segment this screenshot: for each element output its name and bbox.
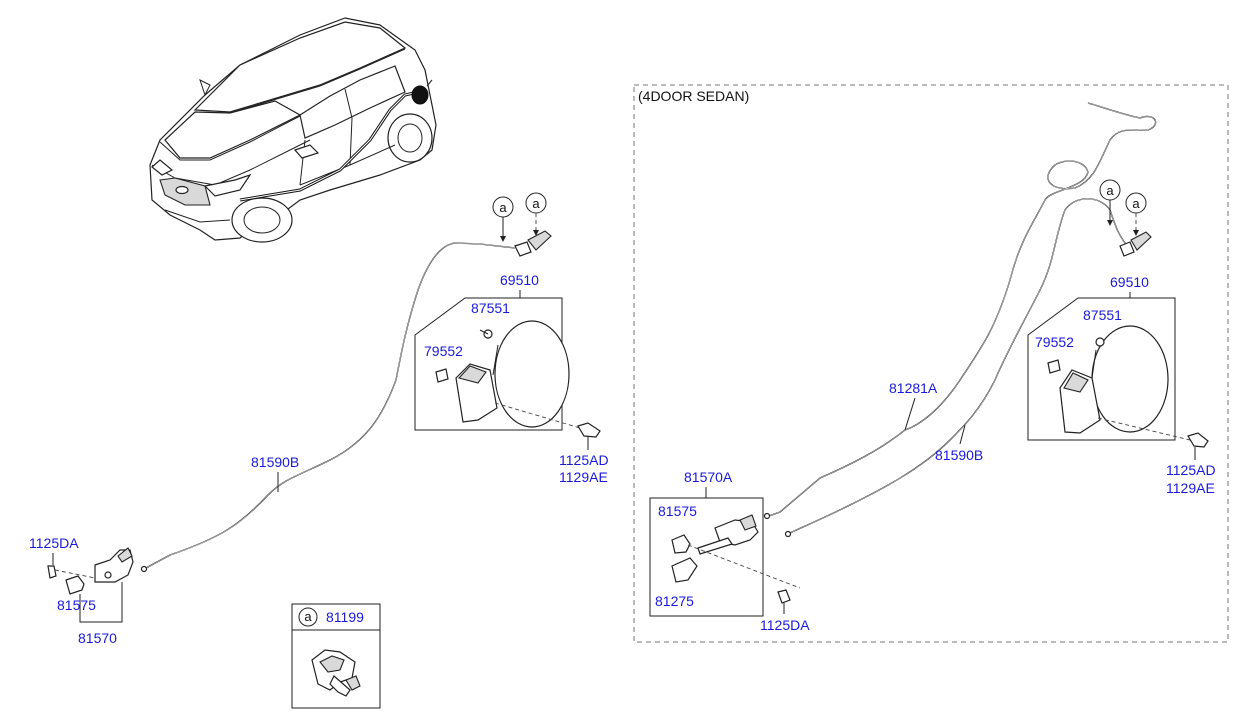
label-81199: 81199 — [326, 609, 364, 625]
label-79552-left: 79552 — [424, 343, 463, 359]
svg-text:a: a — [1106, 183, 1114, 198]
label-81275: 81275 — [655, 593, 694, 609]
label-1129ae-left: 1129AE — [559, 469, 608, 485]
cable-head-sedan — [1119, 231, 1152, 257]
svg-text:a: a — [1132, 196, 1140, 211]
label-1125ad-left: 1125AD — [559, 452, 609, 468]
bolt-1125ad-sedan — [1187, 432, 1209, 460]
sedan-section-box — [633, 84, 1229, 643]
fuel-door-box-left — [414, 297, 563, 431]
cable-81590b-left — [145, 242, 516, 569]
sedan-section-title: (4DOOR SEDAN) — [638, 88, 749, 104]
label-69510: 69510 — [500, 272, 539, 288]
circle-marker-a-1: a — [492, 196, 514, 218]
cable-81590b-sedan — [784, 198, 1131, 538]
circle-marker-a-2: a — [525, 192, 547, 214]
label-1125da-left: 1125DA — [29, 535, 79, 551]
label-1125ad-sedan: 1125AD — [1166, 462, 1216, 478]
label-69510-sedan: 69510 — [1110, 274, 1149, 290]
bolt-1125ad-left — [577, 422, 601, 450]
fuel-door-box-sedan — [1027, 297, 1176, 441]
car-illustration — [149, 17, 437, 243]
svg-text:a: a — [532, 196, 540, 211]
circle-marker-a-3: a — [1099, 179, 1121, 201]
circle-marker-a-4: a — [1125, 192, 1147, 214]
legend-box-81199: a 81199 — [291, 603, 381, 709]
cable-81281a — [763, 102, 1157, 520]
fuel-filler-door-left — [435, 320, 581, 429]
opener-lever-81570a — [671, 514, 801, 589]
label-1125da-sedan: 1125DA — [760, 617, 810, 633]
fuel-filler-door-sedan — [1047, 325, 1191, 441]
bolt-1125da-sedan — [777, 589, 791, 614]
label-1129ae-sedan: 1129AE — [1166, 480, 1215, 496]
label-81570-left: 81570 — [78, 630, 117, 646]
label-81590b-sedan: 81590B — [935, 447, 983, 463]
label-81590b-left: 81590B — [251, 454, 299, 470]
label-81281a: 81281A — [889, 380, 938, 396]
label-81570a: 81570A — [684, 469, 733, 485]
label-81575-left: 81575 — [57, 597, 96, 613]
label-81575-sedan: 81575 — [658, 503, 697, 519]
svg-text:a: a — [499, 200, 507, 215]
label-87551-sedan: 87551 — [1083, 307, 1122, 323]
cable-head-left — [514, 230, 552, 257]
opener-lever-81570 — [47, 547, 134, 595]
label-79552-sedan: 79552 — [1035, 334, 1074, 350]
label-87551-left: 87551 — [471, 300, 510, 316]
svg-text:a: a — [304, 609, 312, 624]
opener-box-sedan — [649, 497, 764, 617]
